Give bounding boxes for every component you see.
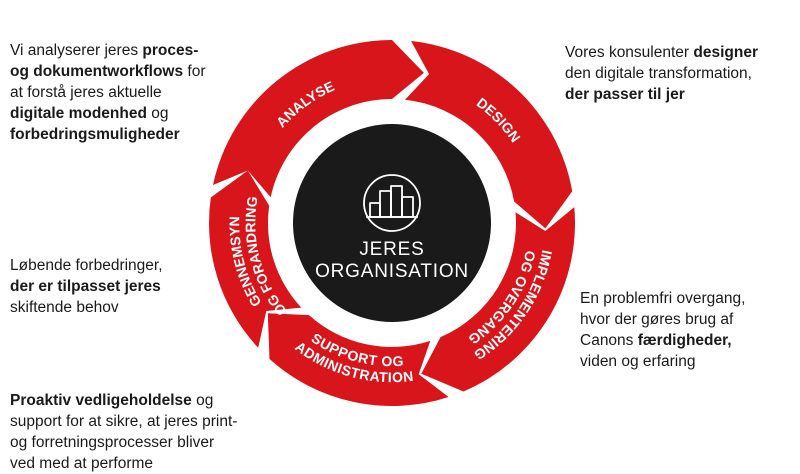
center-label-line2: ORGANISATION xyxy=(315,261,469,282)
office-buildings-icon xyxy=(363,174,421,232)
cycle-segments xyxy=(209,40,575,406)
center-circle xyxy=(293,124,491,322)
analyse-description: Vi analyserer jeres proces-og dokumentwo… xyxy=(10,42,206,143)
gennemsyn-description: Løbende forbedringer,der er tilpasset je… xyxy=(10,257,163,316)
implementering-description: En problemfri overgang,hvor der gøres br… xyxy=(580,290,746,370)
segment-design xyxy=(405,41,573,229)
segment-support xyxy=(267,313,449,406)
segment-gennemsyn xyxy=(209,170,302,348)
center-label-line1: JERES xyxy=(359,239,424,260)
segment-implementering xyxy=(421,207,575,392)
segment-analyse xyxy=(213,40,424,198)
